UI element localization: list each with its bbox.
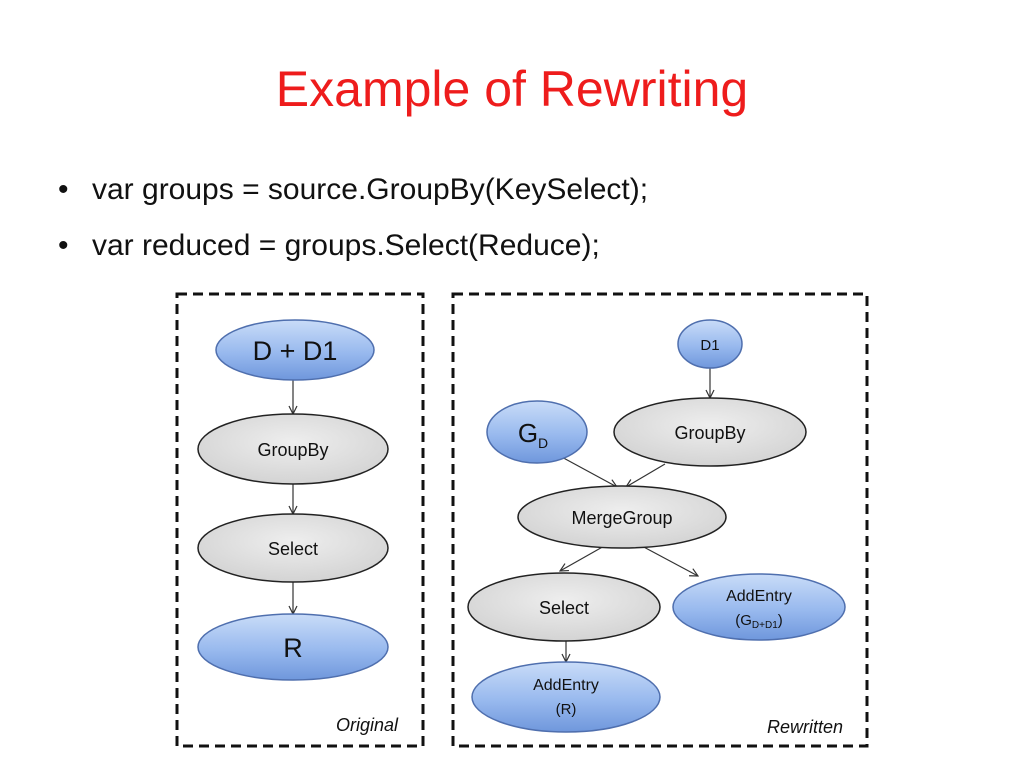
bullet-item: • var groups = source.GroupBy(KeySelect)… (58, 172, 648, 208)
slide-title: Example of Rewriting (275, 61, 749, 117)
node-groupby: GroupBy (197, 413, 389, 485)
original-panel (175, 292, 425, 748)
node-label: R (283, 633, 303, 663)
rewritten-caption: Rewritten (767, 717, 843, 737)
node-label-sub: (GD+D1) (735, 612, 783, 631)
edge-groupby-to-mergegroup (626, 463, 666, 487)
node-label: AddEntry (533, 677, 599, 694)
edge-mergegroup-to-select (560, 544, 607, 571)
bullet-list: • var groups = source.GroupBy(KeySelect)… (58, 172, 648, 284)
bullet-text: var groups = source.GroupBy(KeySelect); (92, 173, 649, 206)
node-addentry-g: AddEntry (GD+D1) (672, 573, 846, 641)
node-select: Select (197, 513, 389, 583)
bullet-item: • var reduced = groups.Select(Reduce); (58, 228, 648, 264)
node-label: D1 (700, 337, 719, 354)
edge-gd-to-mergegroup (557, 454, 617, 487)
node-label: GroupBy (674, 423, 745, 443)
node-label: GroupBy (257, 440, 328, 460)
bullet-dot: • (58, 173, 69, 206)
node-groupby-rewritten: GroupBy (613, 397, 807, 467)
node-label: Select (539, 598, 589, 618)
node-label: D + D1 (253, 336, 338, 366)
node-r: R (197, 613, 389, 681)
node-d1: D1 (677, 319, 743, 369)
node-label: AddEntry (726, 588, 792, 605)
node-label-sub: (R) (556, 701, 577, 718)
node-label: MergeGroup (571, 508, 672, 528)
node-label: GD (518, 418, 548, 451)
bullet-text: var reduced = groups.Select(Reduce); (92, 229, 600, 262)
edge-mergegroup-to-addentry-g (639, 544, 698, 576)
node-label: Select (268, 539, 318, 559)
original-caption: Original (336, 715, 399, 735)
node-addentry-r: AddEntry (R) (471, 661, 661, 733)
node-d-plus-d1: D + D1 (215, 319, 375, 381)
rewritten-panel (451, 292, 869, 748)
node-mergegroup: MergeGroup (517, 485, 727, 549)
node-select-rewritten: Select (467, 572, 661, 642)
node-gd: GD (486, 400, 588, 464)
bullet-dot: • (58, 229, 69, 262)
